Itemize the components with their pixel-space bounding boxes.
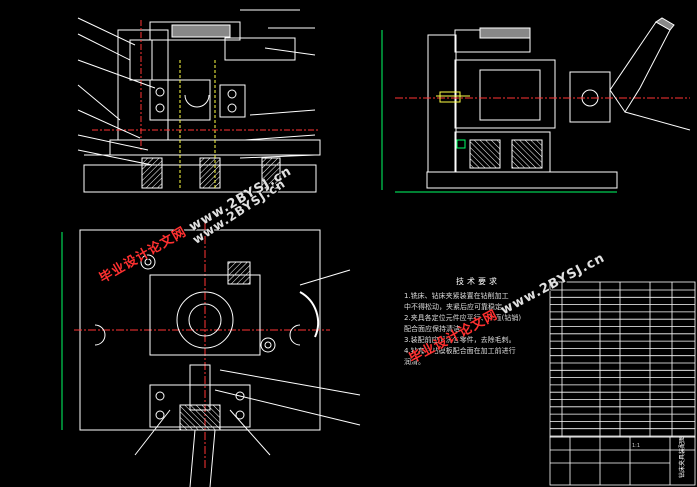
tech-requirement-line: 中不得松动，夹紧后应可靠稳定。 [404, 303, 509, 311]
tech-requirement-line: 润滑。 [404, 358, 425, 366]
front-view [77, 9, 321, 193]
tech-requirement-line: 3.装配前应清洗各零件，去除毛刺。 [404, 336, 516, 344]
tech-requirement-line: 4.钻套与钻模板配合面在加工前进行 [404, 347, 516, 355]
plan-view [61, 222, 361, 487]
tech-requirement-line: 2.夹具各定位元件应平行、垂直(钻销) [404, 314, 522, 322]
side-view [381, 17, 691, 193]
parts-list [549, 281, 696, 486]
tech-requirements: 技术要求 1.铣床、钻床夹紧装置在钻削加工 中不得松动，夹紧后应可靠稳定。 2.… [404, 276, 552, 368]
tech-requirement-line: 配合面应保持清洁。 [404, 325, 467, 333]
tech-requirement-line: 1.铣床、钻床夹紧装置在钻削加工 [404, 292, 509, 300]
scale-mark: 1:1 [632, 443, 640, 449]
tech-requirements-title: 技术要求 [456, 277, 500, 286]
title-block-name: 钻床夹具装配图 [678, 436, 686, 478]
